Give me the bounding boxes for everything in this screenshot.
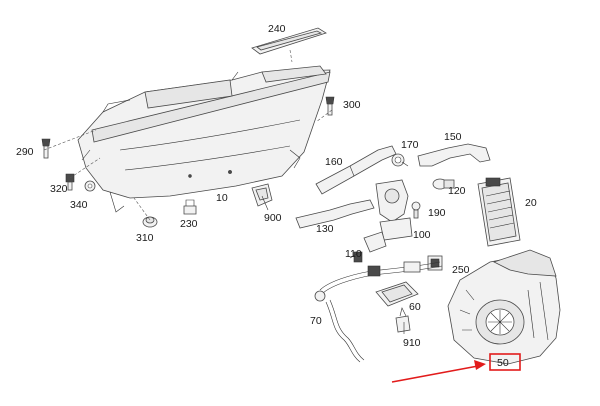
leader-170: [401, 161, 409, 167]
label-310: 310: [136, 232, 154, 244]
leader-320: [69, 157, 101, 179]
part-340-washer: [84, 180, 96, 192]
part-170-clamp: [391, 153, 405, 167]
part-310-grommet: [142, 216, 158, 228]
label-250: 250: [452, 264, 470, 276]
label-340: 340: [70, 199, 88, 211]
part-900-clip: [251, 183, 273, 207]
label-910: 910: [403, 337, 421, 349]
label-60: 60: [409, 301, 421, 313]
part-110-sensor: [353, 231, 387, 263]
part-230-clip: [183, 199, 197, 215]
label-130: 130: [316, 223, 334, 235]
leader-240: [289, 49, 293, 63]
label-10: 10: [216, 192, 228, 204]
label-290: 290: [16, 146, 34, 158]
part-50-blower-housing: [447, 249, 561, 365]
part-240-gasket: [251, 27, 327, 55]
label-70: 70: [310, 315, 322, 327]
part-290-screw: [41, 138, 51, 159]
label-50: 50: [497, 357, 509, 369]
label-320: 320: [50, 183, 68, 195]
label-300: 300: [343, 99, 361, 111]
leader-290: [43, 129, 97, 151]
part-910-bracket: [395, 307, 411, 333]
part-150-hose: [417, 143, 491, 167]
label-230: 230: [180, 218, 198, 230]
label-20: 20: [525, 197, 537, 209]
part-130-hose: [295, 199, 375, 229]
label-900: 900: [264, 212, 282, 224]
part-20-heater-core: [477, 177, 521, 247]
part-70-wiring-harness: [314, 261, 443, 363]
part-10-housing: [77, 65, 331, 213]
part-120-connector: [432, 178, 455, 190]
leader-900: [261, 195, 269, 211]
leader-310: [133, 197, 151, 221]
label-110: 110: [345, 248, 362, 260]
highlight-arrow-icon: [391, 360, 486, 383]
highlight-part-50[interactable]: 50: [489, 353, 521, 371]
part-300-screw: [325, 96, 335, 116]
part-valve-assembly: [375, 179, 413, 241]
label-160: 160: [325, 156, 343, 168]
label-150: 150: [444, 131, 462, 143]
leader-110: [349, 251, 361, 259]
leader-300: [315, 109, 333, 123]
label-170: 170: [401, 139, 419, 151]
highlight-box: [489, 353, 521, 371]
part-60-resistor: [375, 281, 419, 307]
label-190: 190: [428, 207, 446, 219]
label-100: 100: [413, 229, 431, 241]
part-190-bolt: [411, 201, 421, 219]
label-240: 240: [268, 23, 286, 35]
label-120: 120: [448, 185, 466, 197]
